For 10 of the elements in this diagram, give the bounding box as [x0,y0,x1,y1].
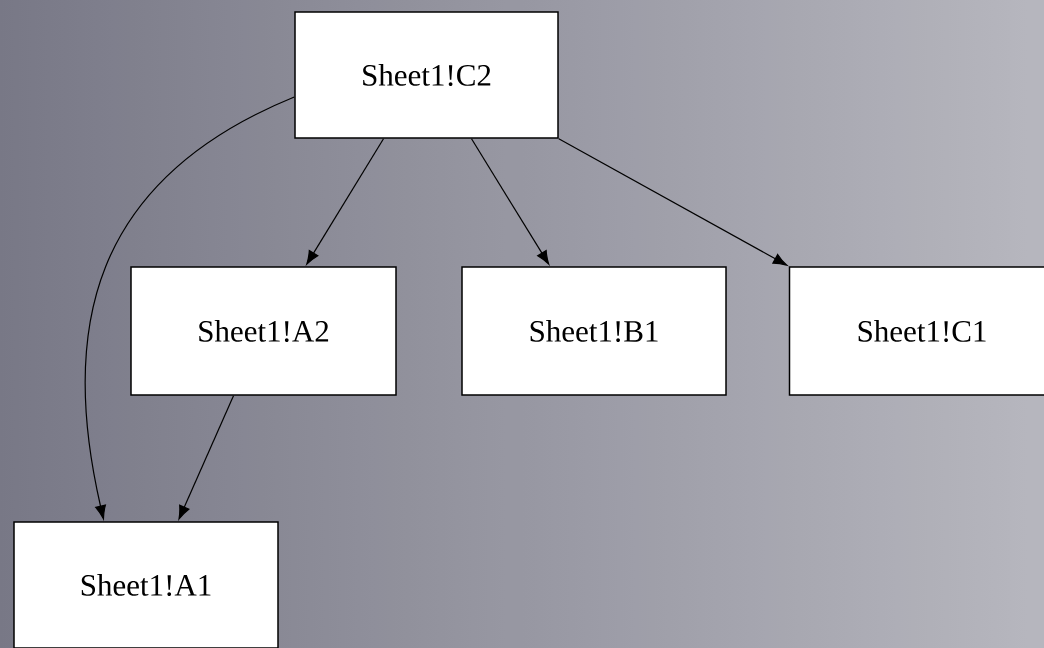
arrow [178,395,235,520]
arrow [306,138,385,265]
cell-box: Sheet1!C2 [294,11,559,139]
cell-box: Sheet1!A1 [13,521,279,648]
cell-box: Sheet1!B1 [461,266,727,396]
arrow [470,138,550,265]
cell-box: Sheet1!C1 [788,266,1044,396]
arrow [558,138,788,266]
cell-box: Sheet1!A2 [130,266,397,396]
arrow [84,96,295,520]
